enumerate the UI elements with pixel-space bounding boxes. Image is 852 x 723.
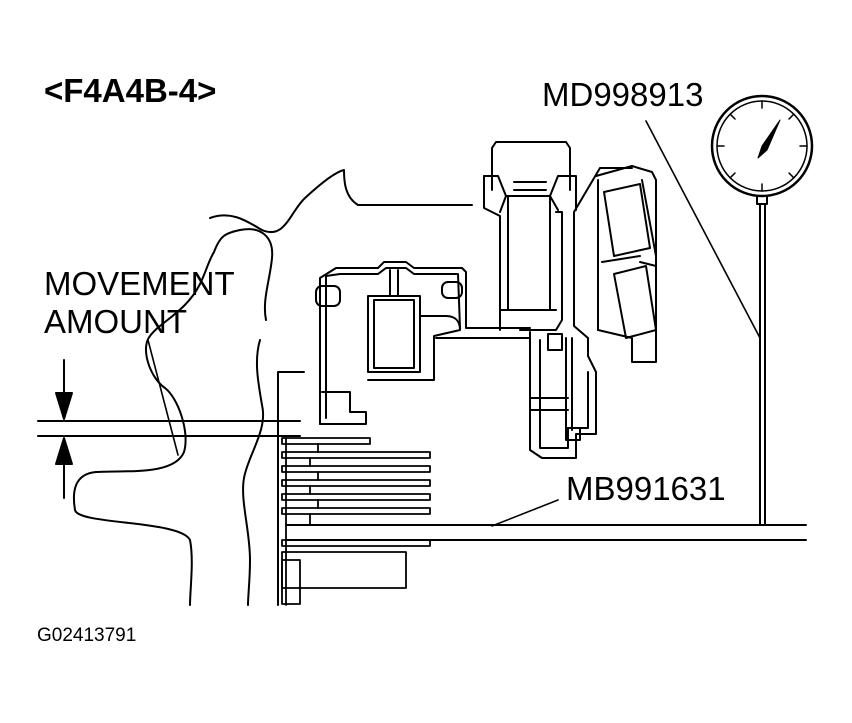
movement-indicator [37,359,301,499]
movement-amount-label: MOVEMENT AMOUNT [44,265,235,341]
piston-assembly [315,261,531,425]
figure-id: G02413791 [37,625,137,646]
pump-housing [529,167,633,459]
movement-label-line1: MOVEMENT [44,265,235,302]
movement-label-line2: AMOUNT [44,303,187,340]
gauge-stand-label: MB991631 [566,470,726,507]
diagram-title: <F4A4B-4> [44,72,217,109]
leader-lines [147,120,761,527]
tapered-bearing [595,165,657,363]
dial-gauge-icon [710,94,814,526]
bolt [483,141,577,331]
clutch-plates [281,437,431,606]
gauge-stand-bar [285,524,807,541]
dial-gauge-label: MD998913 [542,76,704,113]
transmission-case [72,169,473,606]
